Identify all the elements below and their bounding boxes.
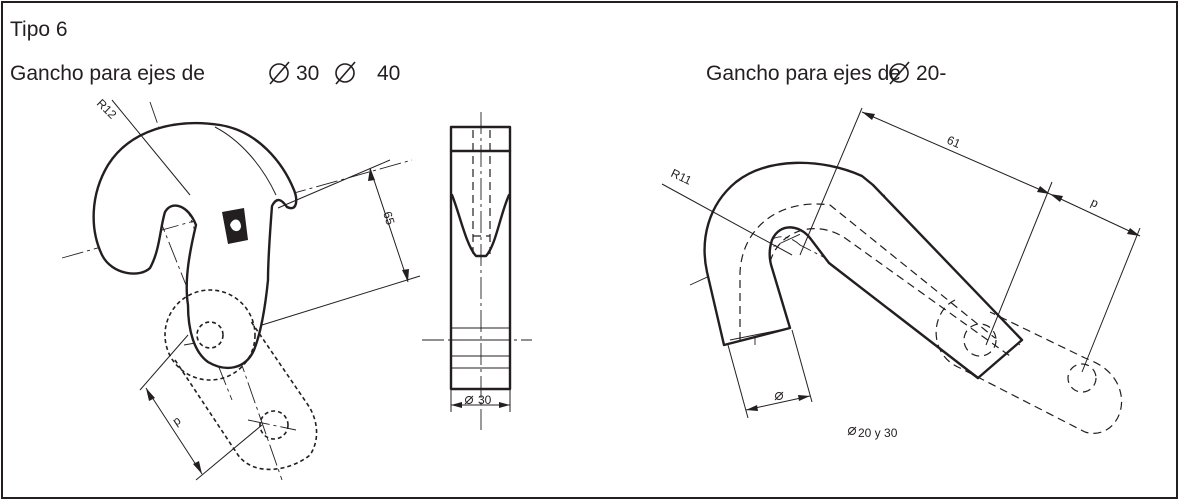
rod-outline [703,161,1024,380]
dimension-arrow [1050,194,1063,202]
dimension-arrow [746,405,758,411]
dimension-line [369,167,409,283]
extension-line [195,424,263,481]
hidden-line [739,203,996,340]
dimension-arrow [862,112,875,120]
rod-end [968,370,980,380]
type-label: Tipo 6 [10,18,68,41]
extension-line [985,181,1053,346]
extension-line [139,334,189,391]
radius-leader [661,183,793,256]
side-view: 30 [422,112,532,430]
dimension-line [861,111,1051,195]
pin-slot [174,319,318,471]
pin-hole [963,323,997,357]
left-diameter-values: 30 [296,62,319,85]
diameter-icon [269,61,290,85]
pin-hole [259,410,289,440]
pin-hole [1067,363,1097,393]
dimension-line [145,387,203,475]
dimension-arrow [1127,228,1140,236]
diameter-icon [889,61,910,85]
dim-61: 61 [945,133,963,151]
dimension-arrow [402,269,409,282]
radius-leader [111,99,191,196]
slot-mark [230,219,241,232]
pin-circle [164,289,256,381]
dimension-arrow [1037,186,1050,194]
pin-hole [196,321,224,349]
dimension-arrow [368,168,375,181]
dimension-arrow [499,402,510,408]
right-hook-view: R11 61 p 20 y 30 [661,107,1141,440]
side-outline [449,125,512,391]
dim-65: 65 [380,210,398,227]
dimension-arrow [798,395,810,401]
right-title: Gancho para ejes de [706,62,901,85]
pin-slot [935,299,1123,434]
extension-line [799,107,863,256]
dimension-line [1049,193,1141,237]
diameter-icon [774,391,784,401]
left-hook-view: R12 65 p [61,96,421,481]
extension-line [261,275,421,326]
extension-line [791,329,813,403]
diameter-icon [847,426,857,436]
right-diameter-values: 20- [916,62,946,85]
extension-line [1081,227,1141,373]
left-diameter-values-2: 40 [377,62,400,85]
diameter-note: 20 y 30 [858,426,898,440]
dim-30: 30 [478,393,492,407]
dimension-arrow [451,402,462,408]
extension-line [727,344,749,419]
diameter-icon [335,61,356,85]
dimension-arrow [146,388,155,401]
extension-line [277,159,391,209]
dimension-arrow [193,461,202,474]
diameter-icon [464,395,474,405]
left-title: Gancho para ejes de [10,62,205,85]
hook-inner-line [214,126,277,196]
